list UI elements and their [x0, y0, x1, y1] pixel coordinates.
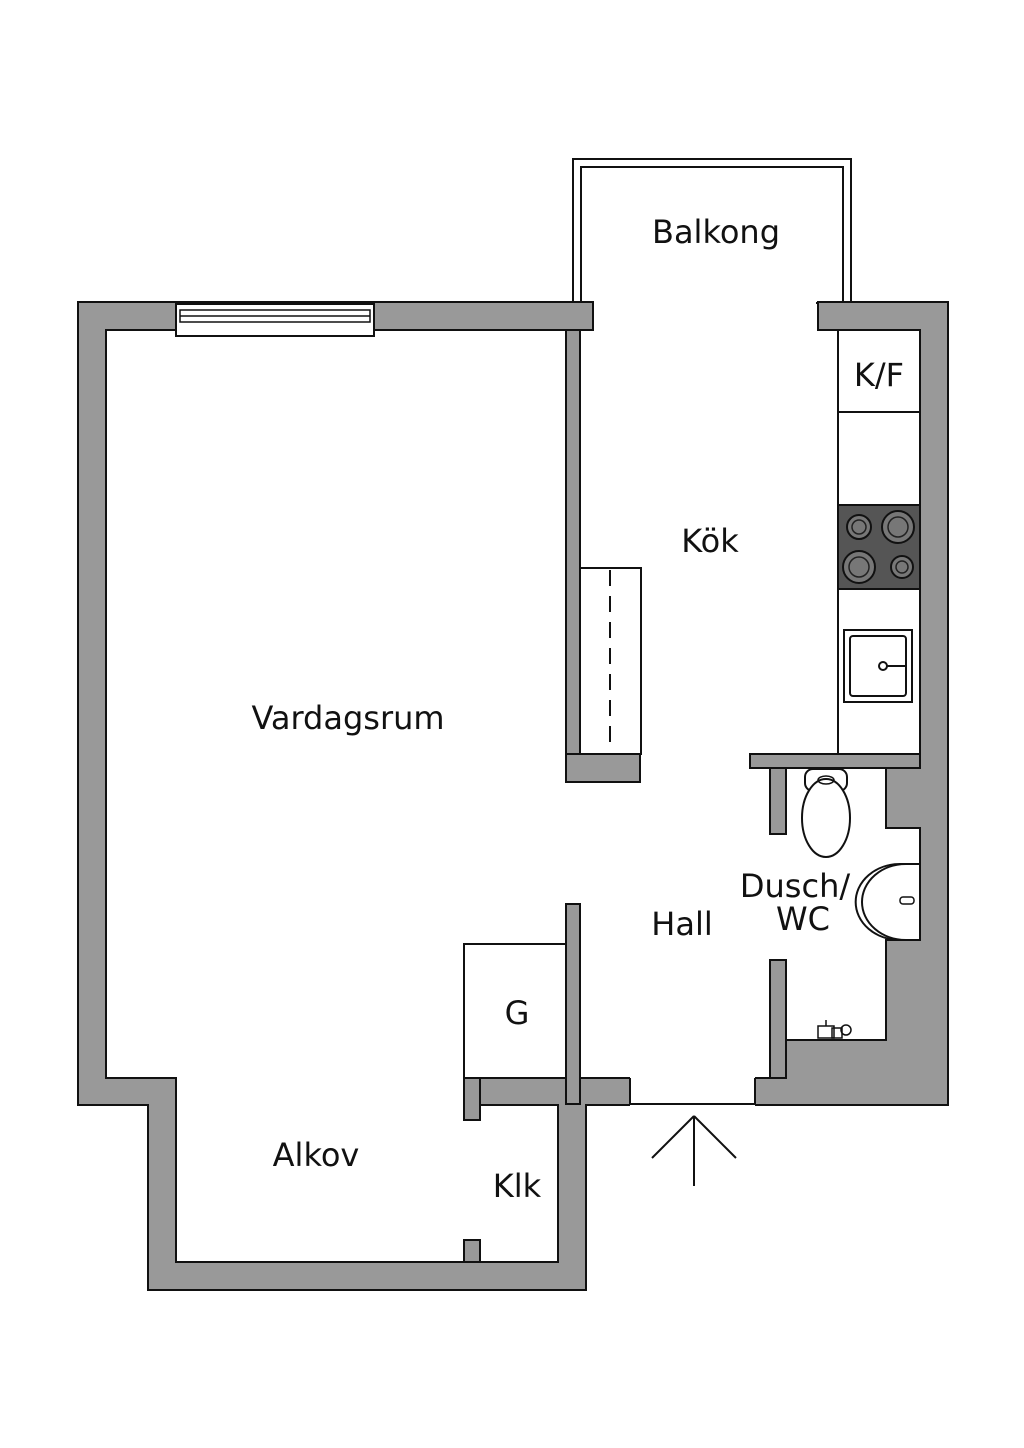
window [175, 303, 375, 337]
bathroom-left-wall-lower [769, 959, 787, 1079]
closet-wall-stub-bottom [463, 1239, 481, 1263]
outer-wall [77, 301, 631, 1291]
balcony-doorway [594, 300, 816, 332]
label-living-room: Vardagsrum [251, 699, 444, 737]
partition-living-kitchen [565, 329, 581, 783]
label-alcove: Alkov [273, 1136, 360, 1174]
label-wardrobe: G [505, 994, 530, 1032]
label-closet: Klk [493, 1167, 542, 1205]
closet-wall-stub [463, 1077, 481, 1121]
label-bathroom-line1: Dusch/ [740, 867, 850, 905]
balcony [572, 158, 852, 304]
sink-icon [843, 629, 913, 703]
toilet-icon [801, 768, 851, 858]
label-kitchen: Kök [681, 522, 739, 560]
bathroom-left-wall-upper [769, 767, 787, 835]
label-hall: Hall [651, 905, 712, 943]
wardrobe [463, 943, 567, 1079]
entrance-doorway [630, 1077, 755, 1107]
stove-icon [837, 504, 921, 590]
label-fridge-freezer: K/F [854, 356, 904, 394]
partition-hall [565, 903, 581, 1105]
shower-fixture-icon [817, 1020, 852, 1039]
label-bathroom-line2: WC [776, 900, 830, 938]
counter-bench [579, 567, 642, 755]
label-balcony: Balkong [652, 213, 780, 251]
bathroom-top-wall [749, 753, 921, 769]
partition-stub [565, 753, 641, 783]
washbasin-icon [854, 863, 921, 941]
walls [77, 301, 949, 1291]
entrance-arrow-icon [651, 1115, 737, 1186]
